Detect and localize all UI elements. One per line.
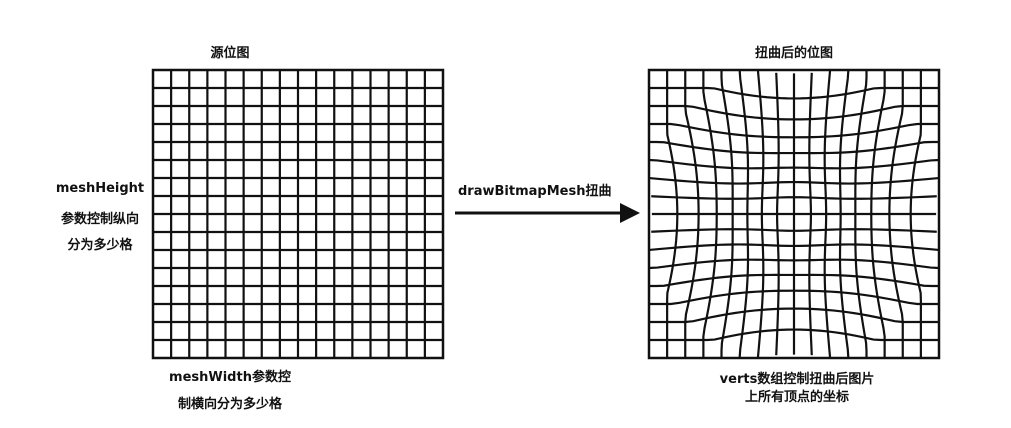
distorted-grid-hline — [649, 289, 939, 306]
arrow-label: drawBitmapMesh扭曲 — [458, 184, 612, 199]
distorted-grid-hline — [649, 307, 939, 324]
distorted-grid-hline — [649, 273, 939, 288]
distorted-grid-hline — [649, 243, 939, 252]
source-bitmap-title: 源位图 — [210, 46, 250, 61]
verts-note-line-1: verts数组控制扭曲后图片 — [719, 372, 875, 387]
target-grid-border — [647, 68, 941, 360]
distorted-grid-hline — [649, 104, 939, 121]
mesh-width-note-line-1: meshWidth参数控 — [169, 370, 291, 385]
distorted-grid-hline — [649, 140, 939, 155]
source-grid — [153, 70, 443, 358]
distorted-grid — [648, 69, 940, 359]
distorted-grid-hline — [649, 86, 939, 100]
distorted-grid-hline — [648, 158, 940, 170]
distorted-grid-hline — [651, 195, 937, 200]
arrow-head-icon — [620, 203, 640, 223]
verts-note-line-2: 上所有顶点的坐标 — [744, 390, 849, 405]
mesh-height-note-line-3: 分为多少格 — [67, 238, 133, 253]
distorted-grid-hline — [649, 328, 939, 342]
mesh-height-note-line-2: 参数控制纵向 — [60, 212, 139, 227]
distorted-grid-hline — [648, 258, 940, 270]
distorted-bitmap-title: 扭曲后的位图 — [754, 46, 833, 61]
mesh-width-note-line-2: 制横向分为多少格 — [177, 397, 282, 412]
distorted-grid-hline — [651, 228, 937, 233]
distorted-grid-hline — [649, 176, 939, 185]
distorted-grid-hline — [649, 122, 939, 139]
mesh-height-note-line-1: meshHeight — [55, 181, 145, 196]
